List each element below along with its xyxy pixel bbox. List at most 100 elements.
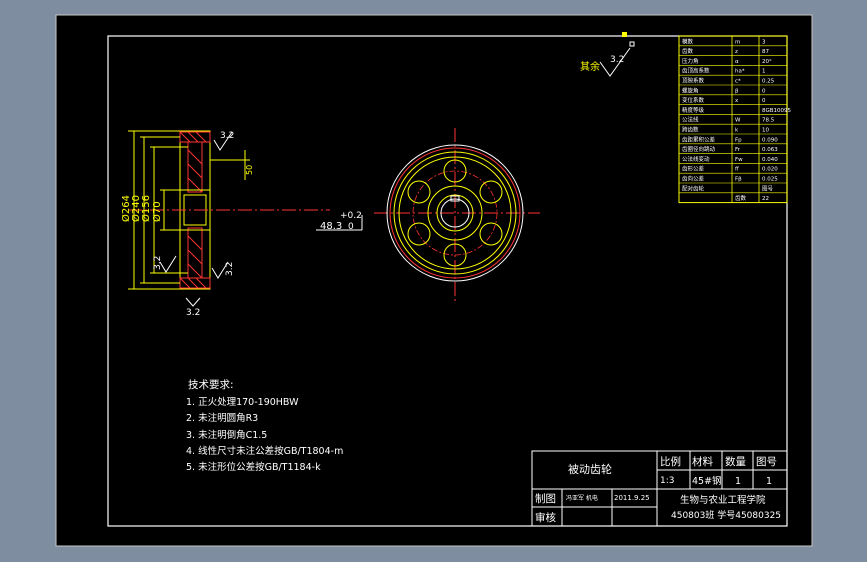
param-table-cell: 20° [762,59,772,65]
quantity-value: 1 [735,476,741,487]
col-quantity: 数量 [725,455,746,468]
param-table-cell: m [735,39,740,45]
checked-by-label: 审核 [535,511,556,524]
drawn-date: 2011.9.25 [614,494,650,502]
dim-tol-lower: 0 [348,222,354,232]
param-table-cell: 0.090 [762,137,778,143]
param-table-cell: k [735,128,739,134]
param-table-cell: 齿形公差 [682,165,705,173]
surface-note-symbol [599,47,631,77]
param-table-cell: 0.025 [762,177,778,183]
bore-circle [440,198,470,228]
keyway-slot [450,195,460,202]
surface-note-value: 3.2 [610,55,624,65]
lightening-holes [407,159,503,267]
roughness-symbols [159,131,233,307]
param-table-frame [678,35,788,204]
hub-circle [436,194,474,232]
gear-pitch-circle [389,147,521,279]
param-table-cell: 齿向公差 [682,175,705,183]
param-table-cell: 齿数 [682,47,694,55]
dim-d70: Ø70 [151,201,163,222]
param-table-cell: 0 [762,88,766,94]
rough-right-label: 3.2 [225,262,235,276]
rough-left-label: 3.2 [153,256,163,270]
param-table-cell: 8GB10095 [762,108,792,114]
param-table-cell: 0.063 [762,147,778,153]
param-table-cell: 公法线变动 [682,155,710,163]
hub-outer-circle [427,185,483,241]
drawing-border [107,35,788,527]
tech-req-title: 技术要求: [188,378,234,391]
class-id: 450803班 学号45080325 [671,509,781,521]
param-table-cell: 0.020 [762,167,778,173]
surface-note-label: 其余 [580,60,600,73]
param-table-cell: 0.040 [762,157,778,163]
title-block [531,450,788,527]
col-ratio: 比例 [660,455,681,468]
hole-pitch-circle [412,170,498,256]
tech-req-item: 2. 未注明圆角R3 [186,412,258,424]
col-drawing-no: 图号 [756,456,777,468]
param-table-cell: Fr [735,147,741,153]
param-table-cell: Fp [735,137,742,143]
rough-bottom-label: 3.2 [186,308,200,318]
param-table-cell: 压力角 [682,57,699,65]
rough-top-label: 3.2 [220,131,234,141]
param-table-cell: 变位系数 [682,96,705,104]
material-value: 45#钢 [692,475,722,487]
school-name: 生物与农业工程学院 [680,494,766,506]
dim-width: 50 [245,165,254,175]
param-table-cell: ha* [735,69,745,75]
param-table-cell: β [735,88,739,94]
dim-d264: Ø264 [120,195,132,222]
param-table-cell: 公法线 [682,116,699,124]
dim-d240: Ø240 [130,195,142,222]
col-material: 材料 [692,455,713,468]
param-table-cell: 精度等级 [682,106,705,114]
ratio-value: 1:3 [660,476,674,486]
dim-d156: Ø156 [140,195,152,222]
param-table-cell: 齿距累积公差 [682,135,716,143]
param-table-cell: Fβ [735,177,742,183]
param-table-cell: x [735,98,739,104]
param-table-cell: 顶隙系数 [682,77,705,85]
tech-requirements: 技术要求: 1. 正火处理170-190HBW 2. 未注明圆角R3 3. 未注… [186,378,343,473]
param-table-cell: W [735,118,741,124]
dim-keyway: 48.3 [320,221,342,232]
dim-tol-upper: +0.2 [340,211,362,221]
drawn-by-label: 制图 [535,492,556,505]
param-table-cell: 螺旋角 [682,86,699,94]
gear-root-circle [393,151,517,275]
gear-web-outer [398,156,512,270]
param-table-cell: 配对齿轮 [682,184,705,192]
gear-addendum-circle [386,144,524,282]
section-view [128,130,330,307]
param-table-cell: 模数 [682,37,694,45]
param-table-cell: 图号 [762,184,774,192]
param-table-cell: Fw [735,157,743,163]
param-table-cell: 齿圈径向跳动 [682,145,716,153]
gear-front-view [374,128,540,302]
tech-req-item: 3. 未注明倒角C1.5 [186,429,267,441]
param-table-cell: z [735,49,738,55]
param-table-cell: 87 [762,49,769,55]
param-table-cell: 3 [762,39,766,45]
param-table-cell: 齿数 [735,194,747,202]
param-table-cell: 1 [762,69,766,75]
tech-req-item: 4. 线性尺寸未注公差按GB/T1804-m [186,445,343,457]
param-table-cell: 跨齿数 [682,126,699,134]
param-table-cell: 10 [762,128,769,134]
param-table-cell: ff [735,167,739,173]
grip-marker-small [629,41,635,47]
param-table-cell: c* [735,79,741,85]
diameter-dim-lines [128,130,250,290]
grip-marker [622,32,627,37]
drawn-by-value: 冯亚军 机电 [566,494,598,502]
tech-req-item: 5. 未注形位公差按GB/T1184-k [186,461,321,473]
part-name: 被动齿轮 [568,462,612,476]
drawing-no-value: 1 [766,476,772,487]
keyway-dimension [316,215,363,231]
